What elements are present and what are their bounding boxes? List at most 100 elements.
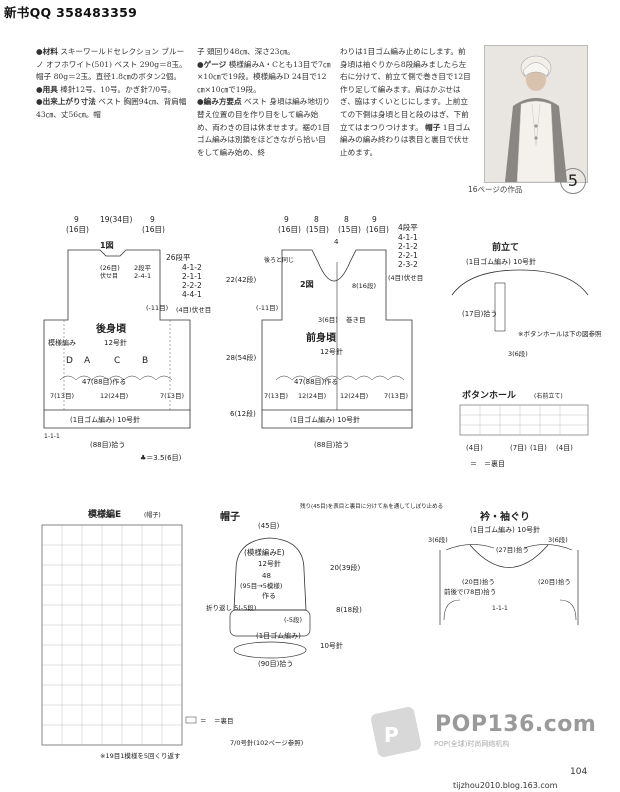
hat-make: 作る — [262, 591, 276, 600]
work-number-badge: 5 — [560, 168, 586, 194]
back-gauge-note: ♣＝3.5(6目) — [140, 454, 182, 462]
back-pattern-side: 模様編み — [48, 338, 76, 347]
pop-logo-sub: POP(全球)时尚网络机构 — [434, 740, 510, 748]
neck-arm-arm-pick: 前後で(78目)拾う — [444, 587, 496, 596]
instructions-text: わりは1目ゴム編み止めにします。前身頃は袖ぐりから8段編みましたら左右に分けて、… — [340, 47, 471, 132]
placket-rib: (1目ゴム編み) 10号針 — [466, 257, 536, 266]
page-number: 104 — [570, 767, 588, 777]
hat-heading: 帽子 — [425, 122, 441, 132]
model-photo — [484, 45, 588, 183]
hat-title: 帽子 — [220, 510, 240, 523]
hat-minus: (-5段) — [284, 615, 302, 624]
front-needle: 12号針 — [320, 347, 343, 356]
front-left-side: (-11目) — [256, 304, 278, 312]
hat-needle: 12号針 — [258, 559, 281, 568]
placket-title: 前立て — [492, 241, 519, 253]
front-body-outline — [261, 249, 413, 411]
back-neck-rows: 2段平 — [134, 263, 152, 272]
placket-pickup: (17目)拾う — [462, 309, 497, 318]
front-bot-1: 7(13目) — [264, 392, 288, 400]
front-top-count-2: (15目) — [306, 225, 329, 234]
back-top-width-2: 19(34目) — [100, 215, 133, 224]
hat-circ: 48 — [262, 572, 271, 580]
hat-rows: 20(39段) — [330, 563, 361, 572]
legend-k: ＝ — [200, 717, 207, 725]
back-top-width-3: 9 — [150, 215, 155, 224]
placket-dim: 3(6段) — [508, 349, 528, 358]
neck-arm-back-pick: (27目)拾う — [496, 545, 529, 554]
tools-heading: ●用具 — [36, 84, 58, 94]
front-top-count-3: (15目) — [338, 225, 361, 234]
svg-text:P: P — [384, 723, 399, 747]
text-column-2: 子 頭回り48㎝、深さ23㎝。 ●ゲージ 模様編みA・Cとも13目で7㎝×10㎝… — [197, 46, 331, 159]
back-title: 後身頃 — [96, 322, 127, 335]
pattern-e-title: 模様編E — [88, 508, 121, 520]
back-top-count-1: (16目) — [66, 225, 89, 234]
hat-note: 残り(45目)を表目と裏目に分けて糸を通してしぼり止める — [300, 502, 443, 510]
neck-arm-title: 衿・袖ぐり — [480, 510, 530, 523]
front-top-width-4: 9 — [372, 215, 377, 224]
hat-outline — [233, 537, 307, 611]
back-width-bottom: 47(88目)作る — [82, 377, 126, 386]
pattern-e-sub: (帽子) — [144, 511, 161, 519]
front-shoulder-5: 2-3-2 — [398, 260, 418, 269]
neck-arm-rib: (1目ゴム編み) 10号針 — [470, 525, 540, 534]
front-bot-2: 12(24目) — [298, 392, 326, 400]
back-height-arm: 28(54段) — [226, 353, 257, 362]
legend-p: ＝裏目 — [214, 716, 234, 725]
front-neck-st: 3(6目) — [318, 316, 338, 324]
back-edge-ticks: 1-1-1 — [44, 433, 60, 440]
neck-arm-top-dim: 3(6段) — [428, 535, 448, 544]
back-bot-2: 12(24目) — [100, 392, 128, 400]
front-title: 前身頃 — [306, 331, 337, 344]
points-heading: ●編み方要点 — [197, 97, 242, 107]
pop-logo-text: POP136.com — [435, 712, 597, 737]
back-height-body: 22(42段) — [226, 275, 257, 284]
front-back-note: 後ろと同じ — [264, 256, 294, 264]
back-top-count-2: (16目) — [142, 225, 165, 234]
hat-rib: (1目ゴム編み) — [256, 631, 301, 640]
back-neck-dec: 2-4-1 — [134, 272, 151, 280]
placket-note: ※ボタンホールは下の図参照 — [518, 329, 602, 338]
back-right-side: (4目)伏せ目 — [176, 305, 211, 314]
front-shoulder-4: 2-2-1 — [398, 251, 418, 260]
back-neck-sub: 伏せ目 — [100, 272, 118, 280]
neck-outline — [469, 544, 549, 568]
materials-text: スキーワールドセレクション ブルーノ オフホワイト(501) ベスト 290g＝… — [36, 47, 187, 82]
neck-arm-side-pick: (20目)拾う — [462, 577, 495, 586]
watermark-text: 新书QQ 358483359 — [4, 5, 138, 20]
buttonhole-title: ボタンホール — [462, 389, 516, 401]
front-figure-label: 2図 — [300, 280, 314, 289]
back-left-side: (-11目) — [146, 304, 168, 312]
front-mid-label: 4 — [334, 238, 339, 246]
front-pickup: (88目)拾う — [314, 440, 349, 449]
front-rib: (1目ゴム編み) 10号針 — [290, 415, 360, 424]
front-bot-4: 7(13目) — [384, 392, 408, 400]
hat-body: (模様編みE) — [244, 547, 285, 557]
buttonhole-legend2: ＝裏目 — [484, 459, 505, 468]
buttonhole-label-2: (7目) — [510, 444, 527, 452]
blog-url: tijzhou2010.blog.163.com — [453, 781, 558, 790]
hat-dec: (95目→5模様) — [240, 581, 282, 590]
pop-logo-icon: P — [370, 700, 430, 764]
buttonhole-legend: ＝ — [470, 460, 477, 468]
neck-arm-side-pick2: (20目)拾う — [538, 577, 571, 586]
buttonhole-sub: (右前立て) — [534, 392, 563, 400]
back-D: D — [66, 356, 73, 366]
buttonhole-label-1: (4目) — [466, 444, 483, 452]
back-pickup: (88目)拾う — [90, 440, 125, 449]
hat-rib-needle: 10号針 — [320, 641, 343, 650]
placket-outline — [451, 269, 589, 296]
back-bot-1: 7(13目) — [50, 392, 74, 400]
front-shoulder-2: 4-1-1 — [398, 233, 418, 242]
back-neck-st: (26目) — [100, 264, 120, 272]
front-shoulder-1: 4段平 — [398, 222, 418, 232]
back-rib: (1目ゴム編み) 10号針 — [70, 415, 140, 424]
pattern-e-note: ※19目1模様を5回くり返す — [100, 751, 181, 760]
back-height-rib: 6(12段) — [230, 409, 256, 418]
back-bot-3: 7(13目) — [160, 392, 184, 400]
pattern-grid — [42, 525, 182, 745]
buttonhole-label-4: (4目) — [556, 444, 573, 452]
front-top-count-4: (16目) — [366, 225, 389, 234]
buttonhole-label-3: (1目) — [530, 444, 547, 452]
